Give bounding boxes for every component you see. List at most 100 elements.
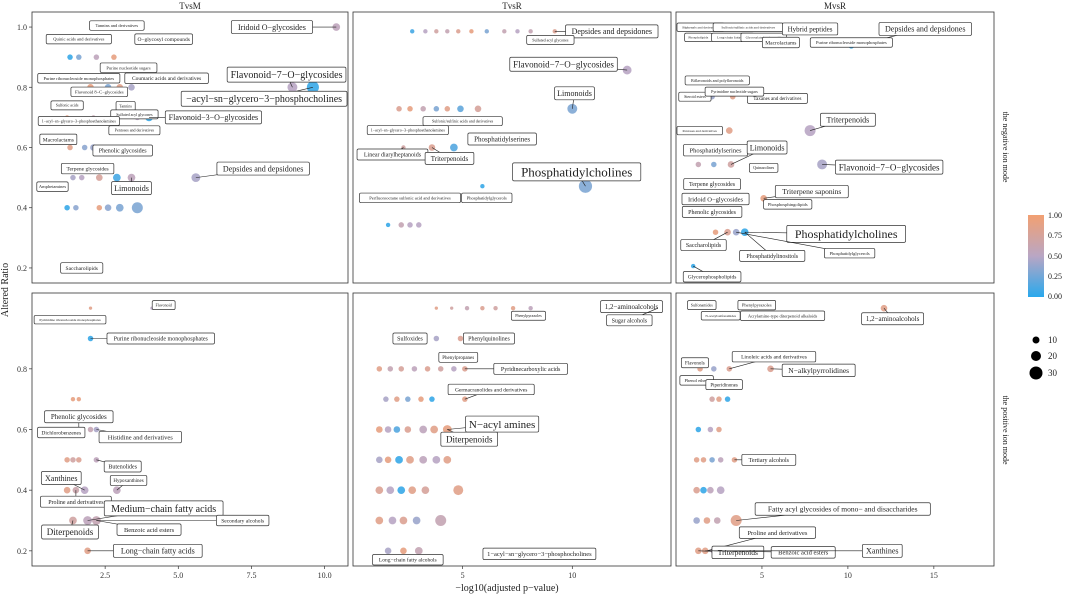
data-point (70, 174, 76, 181)
class-label: Sulfonic acids (56, 103, 79, 108)
data-point (435, 515, 447, 526)
data-point (64, 457, 70, 463)
class-label: Phosphosphingolipids (768, 202, 808, 207)
label-box (359, 192, 461, 203)
data-point (707, 426, 714, 433)
class-label: Purine ribonucleoside monophosphates (43, 76, 114, 81)
class-label: Phosphatidylinositols (746, 254, 798, 260)
size-legend-dot (1029, 366, 1043, 380)
data-point (693, 457, 700, 463)
label-box (746, 140, 788, 155)
label-box (50, 100, 84, 111)
data-point (700, 486, 707, 494)
data-point (115, 203, 124, 212)
data-point (434, 29, 439, 34)
class-label: Linear diarylheptanoids (364, 153, 422, 159)
size-legend: 10 20 30 (1029, 335, 1058, 380)
class-label: Xanthines (45, 474, 77, 483)
y-tick-label: 0.4 (17, 486, 27, 495)
class-label: Purine ribonucleoside monophosphates (114, 337, 209, 343)
data-point (716, 426, 722, 433)
y-tick-label: 1.0 (17, 23, 27, 32)
class-label: Sulfonamides (691, 303, 713, 308)
data-point (709, 457, 715, 463)
label-box (467, 132, 537, 146)
size-legend-label: 20 (1048, 351, 1058, 361)
data-point (76, 54, 82, 60)
x-tick-label: 10 (568, 571, 576, 580)
data-point (433, 335, 440, 342)
label-box (680, 239, 727, 251)
class-label: Phosphatidylcholines (795, 227, 898, 241)
class-label: Phenylquinolines (468, 337, 510, 343)
row-strip-negative: the negative ion mode (1001, 112, 1010, 183)
data-point (399, 516, 408, 525)
data-point (423, 29, 428, 34)
data-point (419, 455, 428, 464)
data-point (502, 29, 507, 34)
class-label: N-acetylsulfonamides (705, 314, 736, 318)
label-box (681, 206, 743, 218)
label-box (683, 178, 741, 190)
data-point (386, 486, 395, 495)
x-axis-title: −log10(adjusted p−value) (455, 583, 558, 594)
data-point (396, 106, 402, 112)
class-label: Sulfonic/sulfinic acids and derivatives (721, 25, 775, 29)
data-point (457, 335, 464, 342)
label-box (684, 75, 750, 86)
class-label: O−glycosyl compounds (137, 37, 189, 43)
label-box (108, 125, 161, 136)
data-point (712, 229, 719, 235)
label-box (44, 410, 114, 424)
class-label: Pyrimidine ribonucleoside monophosphates (39, 318, 101, 322)
label-box (681, 192, 750, 206)
label-box (463, 332, 515, 345)
label-box (124, 72, 209, 84)
label-box (741, 453, 797, 466)
row-strip-positive: the positive ion mode (1001, 395, 1010, 465)
data-point (443, 455, 452, 464)
data-point (393, 426, 401, 433)
class-label: Long−chain fatty alcohols (379, 557, 437, 564)
data-point (111, 54, 117, 60)
class-label: Pyridinecarboxylic acids (501, 367, 561, 373)
colorbar (1028, 215, 1044, 297)
label-box (440, 431, 498, 447)
class-label: 1,2−aminoalcohols (605, 303, 659, 311)
class-label: Flavonoid−3−O−glycosides (169, 113, 259, 122)
data-point (407, 222, 413, 228)
class-label: Germacranolides and derivatives (455, 387, 527, 393)
class-label: Flavonoid−7−O−glycosides (839, 162, 940, 172)
x-tick-label: 7.5 (246, 571, 256, 580)
label-box (39, 133, 78, 145)
label-box (835, 159, 944, 175)
label-box (99, 62, 158, 73)
class-label: Limonoids (114, 184, 149, 193)
class-label: 1−acyl−sn−glycero−3−phosphoethanolamines (42, 118, 117, 123)
data-point (384, 547, 392, 555)
data-point (469, 29, 474, 34)
label-box (809, 37, 893, 48)
data-point (67, 54, 73, 60)
class-label: Phenolic glycosides (99, 149, 147, 155)
label-box (151, 300, 176, 310)
data-point (131, 202, 143, 214)
class-label: Phenylpropanes (442, 356, 474, 361)
data-point (711, 161, 717, 168)
y-tick-label: 0.6 (17, 426, 27, 435)
data-point (81, 144, 88, 151)
data-point (397, 486, 406, 495)
data-point (376, 426, 383, 433)
class-label: Acrylamine-type diterpenoid alkaloids (748, 313, 818, 318)
label-box (372, 554, 444, 566)
label-box (680, 357, 709, 369)
data-point (445, 29, 450, 34)
class-label: Tannins (119, 103, 132, 108)
label-box (366, 125, 449, 135)
data-point (384, 456, 392, 464)
data-point (451, 366, 457, 372)
